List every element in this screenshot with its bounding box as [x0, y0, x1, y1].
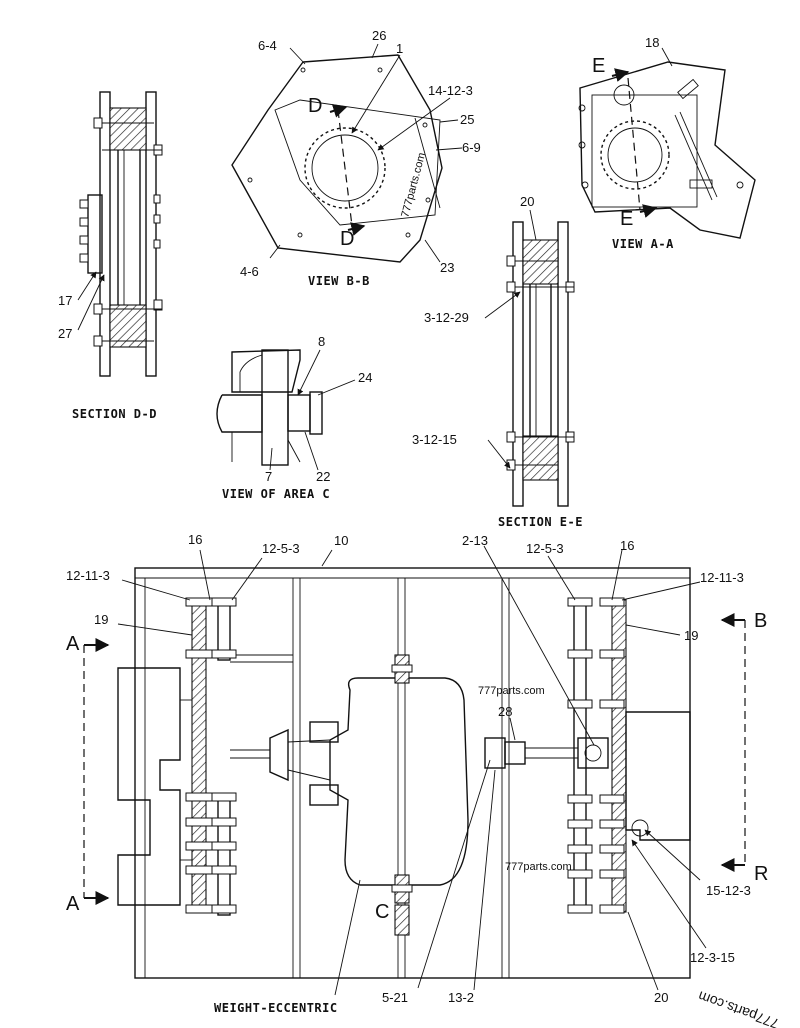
callout-12-3-15: 12-3-15 — [690, 950, 735, 965]
watermark: 777parts.com — [505, 861, 572, 873]
view-area-c — [216, 349, 356, 471]
callout-15-12-3: 15-12-3 — [706, 883, 751, 898]
caption-view-area-c: VIEW OF AREA C — [222, 487, 330, 501]
section-mark-d-bottom: D — [340, 228, 354, 250]
section-mark-c: C — [375, 901, 389, 923]
section-mark-d-top: D — [308, 95, 322, 117]
section-mark-e-bottom: E — [620, 208, 633, 230]
view-bb — [231, 43, 463, 263]
callout-7: 7 — [265, 469, 272, 484]
callout-19-left: 19 — [94, 612, 108, 627]
callout-27: 27 — [58, 326, 72, 341]
caption-section-ee: SECTION E-E — [498, 515, 583, 529]
callout-5-21: 5-21 — [382, 990, 408, 1005]
callout-26: 26 — [372, 28, 386, 43]
callout-12-11-3-right: 12-11-3 — [700, 570, 744, 585]
callout-4-6: 4-6 — [240, 264, 259, 279]
callout-20-top: 20 — [520, 194, 534, 209]
watermark: 777parts.com — [696, 988, 781, 1028]
callout-6-9: 6-9 — [462, 140, 481, 155]
section-mark-e-top: E — [592, 55, 605, 77]
callout-13-2: 13-2 — [448, 990, 474, 1005]
callout-12-11-3-left: 12-11-3 — [66, 568, 110, 583]
caption-section-dd: SECTION D-D — [72, 407, 157, 421]
section-dd-view — [77, 91, 163, 377]
watermark: 777parts.com — [399, 151, 428, 218]
callout-16-left: 16 — [188, 532, 202, 547]
callout-22: 22 — [316, 469, 330, 484]
callout-24: 24 — [358, 370, 372, 385]
watermark: 777parts.com — [478, 685, 545, 697]
section-mark-a-top: A — [66, 633, 80, 655]
callout-8: 8 — [318, 334, 325, 349]
caption-view-aa: VIEW A-A — [612, 237, 674, 251]
callout-20-bottom: 20 — [654, 990, 668, 1005]
caption-view-bb: VIEW B-B — [308, 274, 370, 288]
callout-19-right: 19 — [684, 628, 698, 643]
callout-23: 23 — [440, 260, 454, 275]
callout-1: 1 — [396, 41, 403, 56]
section-mark-b-top: B — [754, 610, 767, 632]
callout-12-5-3-right: 12-5-3 — [526, 541, 564, 556]
section-mark-a-bottom: A — [66, 893, 80, 915]
callout-10: 10 — [334, 533, 348, 548]
section-ee-view — [484, 209, 575, 507]
callout-3-12-15: 3-12-15 — [412, 432, 457, 447]
callout-18: 18 — [645, 35, 659, 50]
callout-3-12-29: 3-12-29 — [424, 310, 469, 325]
section-mark-b-bottom: R — [754, 863, 768, 885]
callout-16-right: 16 — [620, 538, 634, 553]
view-aa — [578, 47, 756, 239]
callout-17: 17 — [58, 293, 72, 308]
callout-25: 25 — [460, 112, 474, 127]
callout-12-5-3-left: 12-5-3 — [262, 541, 300, 556]
caption-weight-eccentric: WEIGHT-ECCENTRIC — [214, 1001, 338, 1015]
callout-2-13: 2-13 — [462, 533, 488, 548]
main-assembly — [83, 545, 746, 996]
callout-28: 28 — [498, 704, 512, 719]
callout-14-12-3: 14-12-3 — [428, 83, 473, 98]
callout-6-4: 6-4 — [258, 38, 277, 53]
